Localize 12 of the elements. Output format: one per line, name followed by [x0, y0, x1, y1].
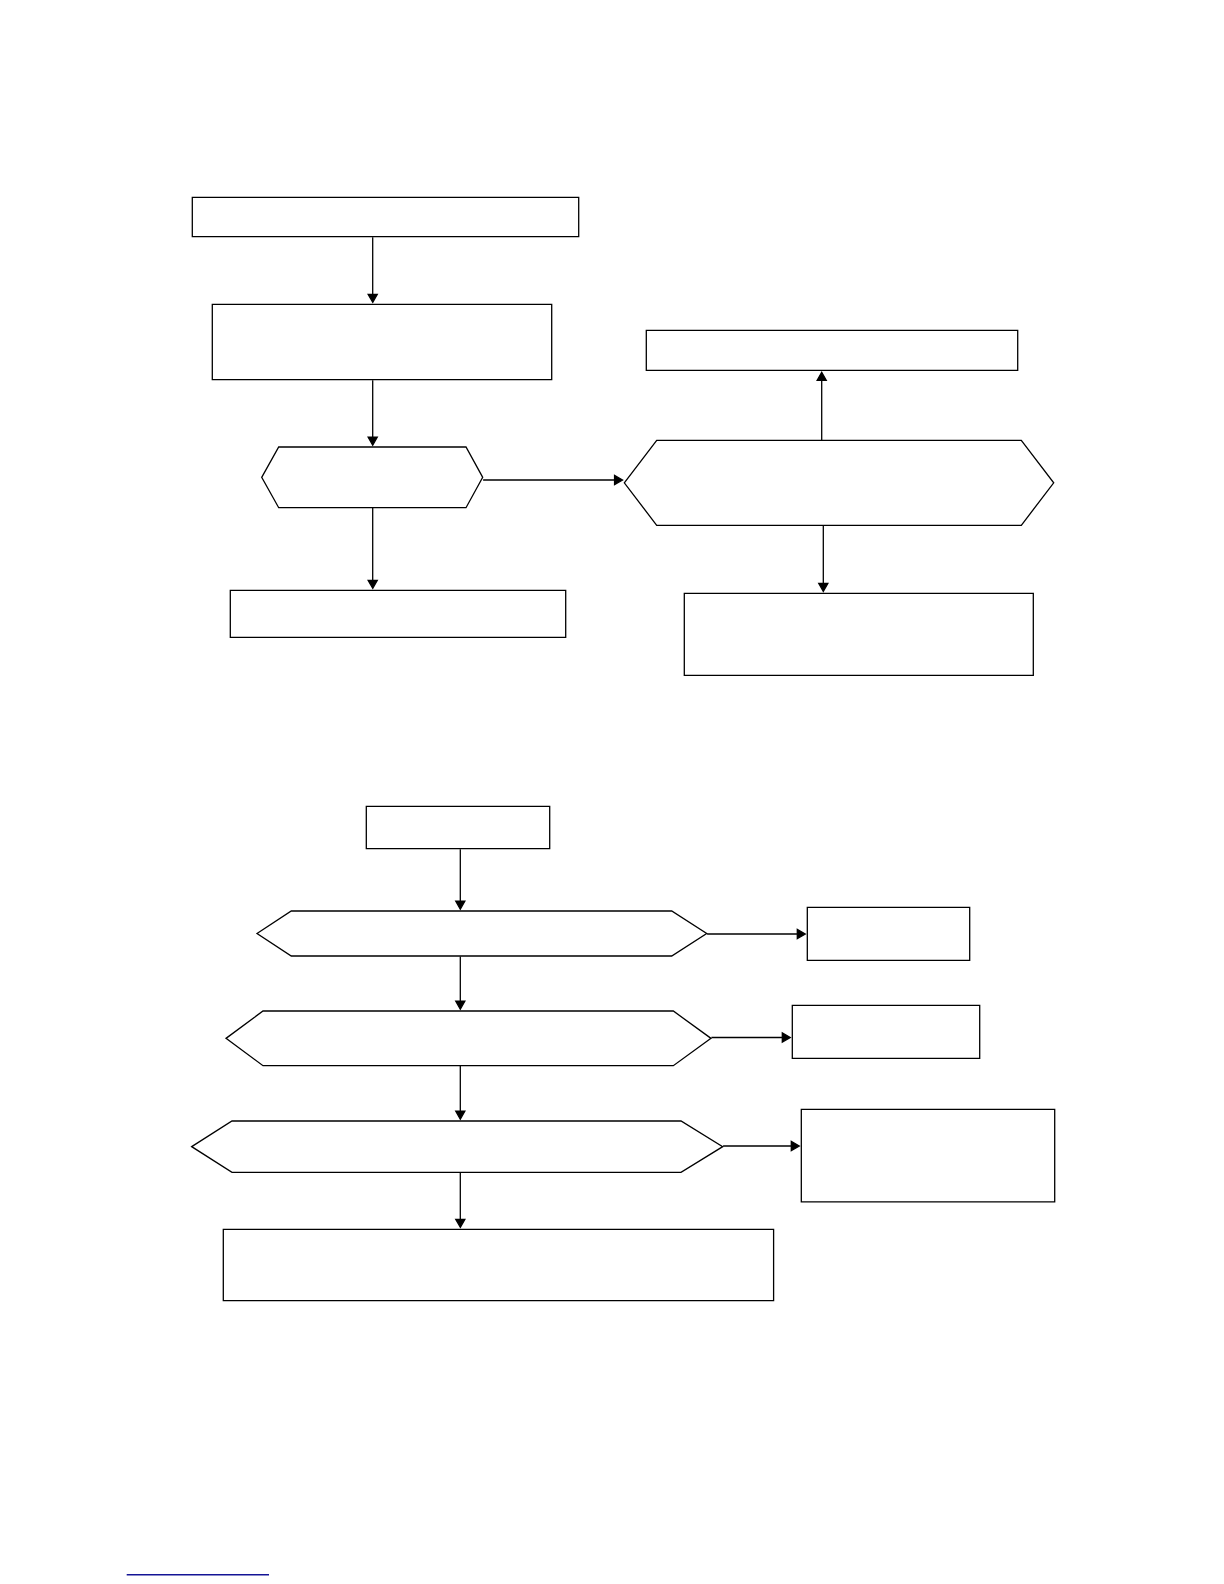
arrow	[482, 474, 624, 486]
process-box	[222, 1228, 775, 1302]
process-box	[791, 1004, 981, 1059]
process-box	[683, 592, 1034, 676]
process-box	[211, 303, 553, 381]
process-box	[645, 329, 1019, 371]
process-box	[365, 805, 551, 850]
process-box	[191, 196, 580, 238]
process-box	[800, 1108, 1056, 1203]
process-box	[806, 906, 971, 961]
process-box	[229, 589, 567, 638]
decision-hexagon	[623, 439, 1055, 526]
